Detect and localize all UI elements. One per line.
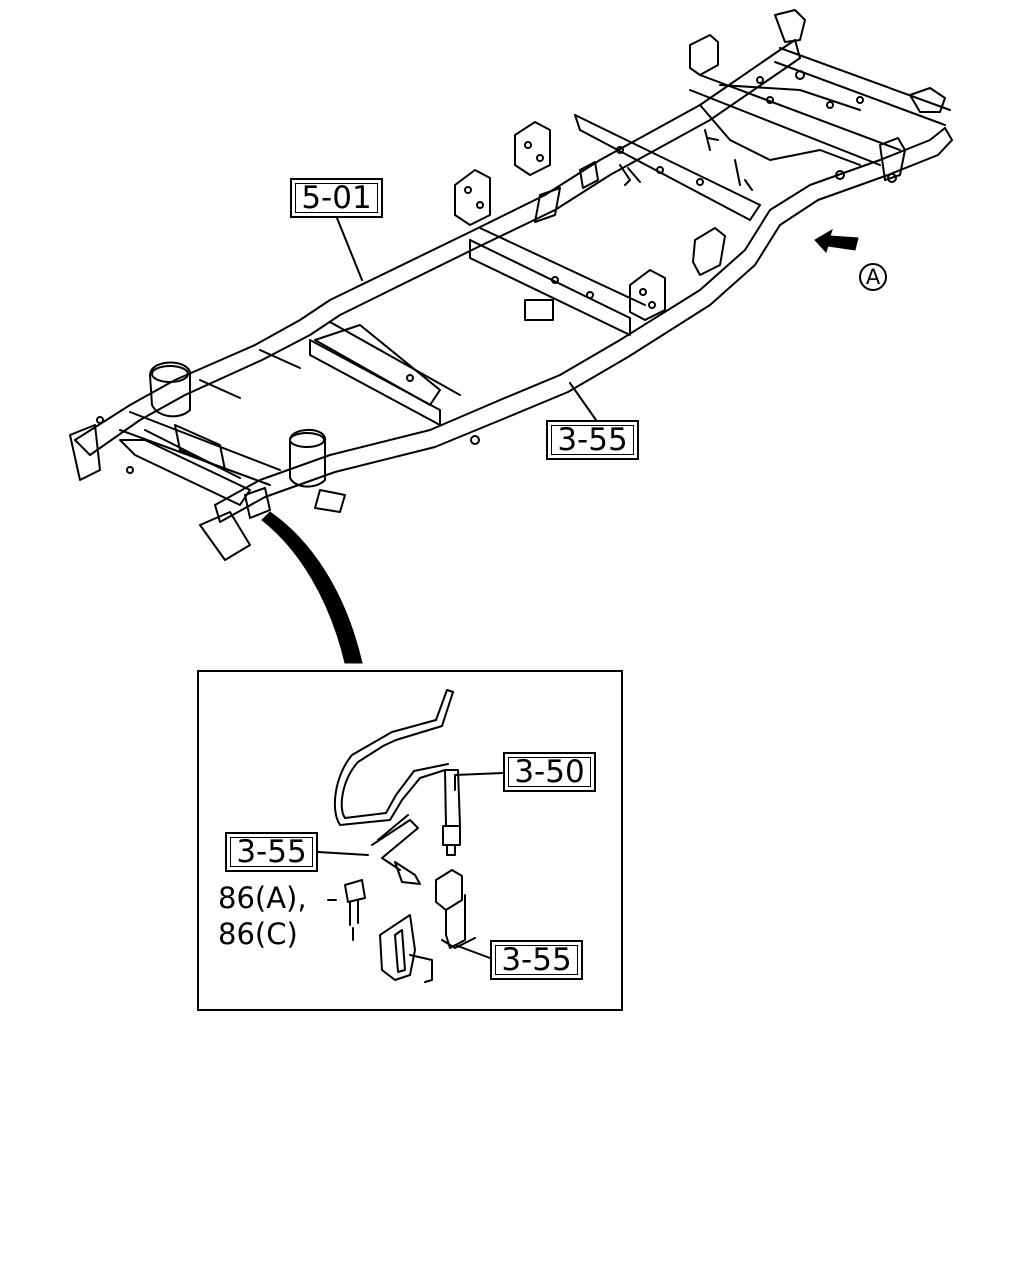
view-arrow — [814, 228, 859, 253]
leader-line-5-01 — [336, 217, 363, 281]
callout-3-55-main: 3-55 — [546, 420, 639, 460]
leader-line-3-55-main — [569, 382, 597, 421]
leader-line-3-55-left — [317, 851, 369, 856]
leader-line-3-55-right — [454, 944, 491, 959]
view-marker-a: A — [859, 263, 887, 291]
bolt-label-line1: 86(A), — [218, 881, 307, 915]
callout-3-55-detail-left: 3-55 — [225, 832, 318, 872]
bolt-label-line2: 86(C) — [218, 917, 298, 951]
leader-line-3-50 — [454, 772, 504, 791]
callout-3-55-detail-right: 3-55 — [490, 940, 583, 980]
chassis-frame — [69, 9, 953, 561]
callout-5-01: 5-01 — [290, 178, 383, 218]
detail-pointer-arrow — [261, 511, 363, 664]
callout-3-50: 3-50 — [503, 752, 596, 792]
brake-pipe-detail — [317, 689, 504, 983]
detail-view-frame — [197, 670, 623, 1011]
